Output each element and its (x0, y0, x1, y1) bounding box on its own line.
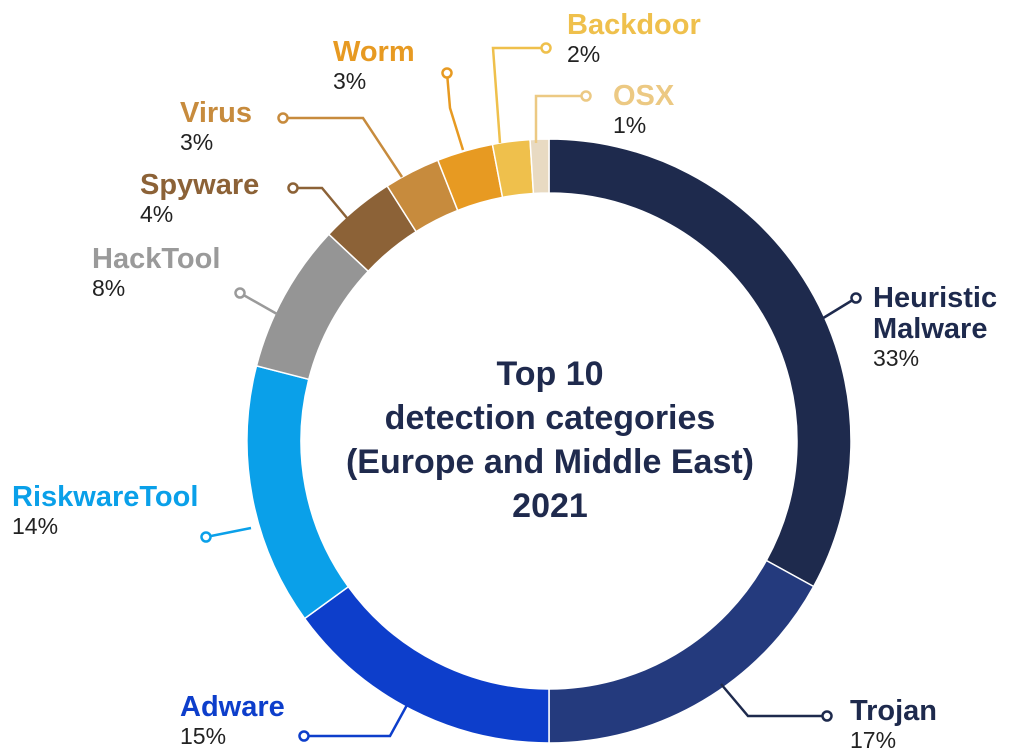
slice-name: Trojan (850, 695, 938, 727)
leader-dot-virus (277, 112, 289, 124)
slice-name: Virus (180, 97, 253, 129)
chart-title-line-4: 2021 (512, 487, 588, 525)
slice-name: Adware (180, 691, 285, 723)
slice-name: Malware (873, 313, 988, 345)
leader-line-trojan (720, 683, 827, 718)
leader-dot-hacktool (234, 287, 246, 299)
leader-line-riskwaretool (205, 526, 252, 539)
slice-name: OSX (613, 80, 675, 112)
slice-adware (303, 585, 550, 744)
chart-title-line-2: detection categories (384, 399, 716, 437)
leader-line-heuristic-malware (819, 296, 857, 322)
leader-line-worm (445, 72, 465, 151)
leader-line-osx (534, 94, 586, 143)
leader-line-backdoor (491, 46, 546, 144)
slice-percent: 8% (92, 275, 126, 301)
slice-percent: 15% (180, 723, 227, 749)
slice-name: RiskwareTool (12, 481, 199, 513)
leader-dot-heuristic-malware (850, 292, 862, 304)
leader-dot-adware (298, 730, 310, 742)
slice-osx (529, 138, 550, 195)
chart-title-line-3: (Europe and Middle East) (345, 443, 755, 481)
leader-line-hacktool (239, 291, 278, 316)
slice-percent: 3% (180, 129, 214, 155)
slice-percent: 33% (873, 345, 920, 371)
leader-line-virus (283, 116, 404, 178)
leader-dot-worm (441, 67, 453, 79)
slice-percent: 3% (333, 68, 367, 94)
slice-percent: 1% (613, 112, 647, 138)
leader-dot-trojan (821, 710, 833, 722)
chart-title: Top 10 detection categories (Europe and … (280, 352, 820, 528)
slice-percent: 14% (12, 513, 59, 539)
slice-name: Spyware (140, 169, 260, 201)
leader-dot-osx (580, 90, 592, 102)
slice-name: Worm (333, 36, 415, 68)
slice-percent: 2% (567, 41, 601, 67)
slice-percent: 17% (850, 727, 897, 753)
leader-line-spyware (293, 186, 348, 219)
slice-percent: 4% (140, 201, 174, 227)
leader-dot-backdoor (540, 42, 552, 54)
slice-name: HackTool (92, 243, 221, 275)
leader-dot-riskwaretool (200, 531, 212, 543)
leader-dot-spyware (287, 182, 299, 194)
slice-name: Heuristic (873, 282, 998, 314)
leader-line-adware (304, 704, 409, 738)
slice-name: Backdoor (567, 9, 701, 41)
chart-title-line-1: Top 10 (496, 355, 604, 393)
